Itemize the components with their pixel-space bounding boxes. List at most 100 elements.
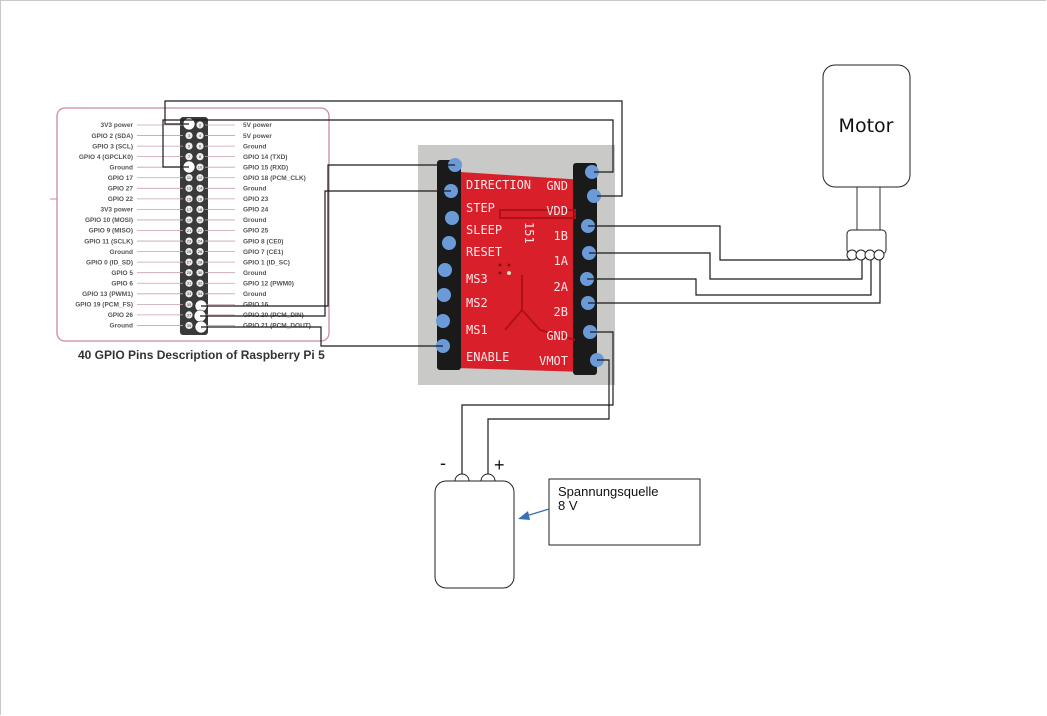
pin-label-right: 5V power	[243, 133, 272, 140]
pin-odd	[185, 184, 193, 192]
pin-number: 18	[198, 207, 203, 212]
driver-label-1b: 1B	[554, 229, 568, 243]
pcb-trace-y	[504, 275, 576, 341]
driver-label-2b: 2B	[554, 305, 568, 319]
pin-label-right: GPIO 18 (PCM_CLK)	[243, 175, 306, 182]
pin-even	[196, 226, 204, 235]
pin-label-right: GPIO 21 (PCM_DOUT)	[243, 323, 311, 330]
wire-gpio16-to-direction	[201, 164, 455, 307]
pin-number: 37	[187, 312, 192, 317]
pin-number: 8	[199, 154, 202, 159]
note-arrow-line	[525, 508, 550, 517]
power-supply-body	[434, 480, 515, 589]
driver-label-1a: 1A	[554, 254, 569, 268]
pin-odd	[185, 269, 193, 277]
pin-even	[196, 142, 204, 150]
pin-even	[196, 248, 204, 256]
pin-number: 28	[198, 260, 203, 265]
wire-1b-to-motor	[588, 225, 851, 261]
pin-even	[196, 269, 204, 277]
board-marking: 151	[522, 222, 536, 244]
pin-even	[196, 174, 204, 182]
pin-odd	[185, 290, 193, 298]
pin-label-right: GPIO 15 (RXD)	[243, 164, 288, 171]
wire-gnd-to-minus	[461, 331, 614, 476]
pin-odd	[185, 321, 193, 330]
pin-label-left: GPIO 22	[108, 196, 134, 203]
pin-label-right: GPIO 16	[243, 302, 269, 309]
pin-odd	[185, 216, 193, 224]
pin-number: 13	[187, 186, 192, 191]
driver-label-direction: DIRECTION	[466, 178, 531, 192]
pin-number: 30	[198, 270, 203, 275]
pin-odd	[185, 131, 193, 140]
driver-label-ms1: MS1	[466, 323, 488, 337]
pin-even	[196, 216, 204, 224]
pin-number: 16	[198, 196, 203, 201]
note-arrow-head	[518, 511, 530, 520]
driver-pcb	[455, 172, 585, 372]
pin-number: 21	[187, 228, 192, 233]
pin-number: 11	[187, 175, 192, 180]
pin-odd	[185, 279, 193, 287]
supply-note-box	[548, 478, 701, 546]
pin-label-left: GPIO 9 (MISO)	[89, 228, 133, 235]
pin-even	[196, 163, 204, 171]
pin-label-right: GPIO 25	[243, 228, 269, 235]
driver-label-gnd: GND	[546, 179, 568, 193]
pin-label-right: GPIO 12 (PWM0)	[243, 280, 294, 287]
pin-number: 32	[198, 281, 203, 286]
driver-label-vmot: VMOT	[539, 354, 568, 368]
pin-number: 34	[198, 291, 203, 296]
pin-label-right: GPIO 7 (CE1)	[243, 249, 283, 256]
pin-odd	[185, 258, 193, 266]
driver-label-vdd: VDD	[546, 204, 568, 218]
driver-label-enable: ENABLE	[466, 350, 509, 364]
pin-label-left: GPIO 5	[111, 270, 133, 277]
driver-pin-dot	[436, 314, 450, 328]
pin-label-right: GPIO 8 (CE0)	[243, 238, 283, 245]
pin-label-left: GPIO 26	[108, 312, 134, 319]
pin-number: 2	[199, 122, 202, 127]
pin-number: 29	[187, 270, 192, 275]
pin-number: 17	[187, 207, 192, 212]
wire-3v3-to-vdd	[164, 100, 623, 197]
stepper-driver-board: 151 DIRECTIONSTEPSLEEPRESETMS3MS2MS1ENAB…	[418, 145, 615, 385]
wire-2b-to-motor	[588, 260, 881, 304]
pin-label-right: GPIO 1 (ID_SC)	[243, 259, 290, 266]
pin-even	[196, 237, 204, 245]
pin-number: 4	[199, 133, 202, 138]
driver-label-ms3: MS3	[466, 272, 488, 286]
pin-label-left: GPIO 0 (ID_SD)	[86, 259, 133, 266]
pin-number: 39	[187, 323, 192, 328]
pin-label-left: GPIO 19 (PCM_FS)	[75, 302, 133, 309]
pin-even	[196, 131, 204, 140]
driver-pin-dot	[437, 288, 451, 302]
pin-label-left: 3V3 power	[100, 207, 133, 214]
pin-odd	[185, 205, 193, 213]
pin-label-left: GPIO 11 (SCLK)	[84, 238, 133, 245]
pin-number: 5	[188, 144, 191, 149]
pin-number: 25	[187, 249, 192, 254]
pinout-caption: 40 GPIO Pins Description of Raspberry Pi…	[78, 348, 325, 362]
pin-label-right: GPIO 24	[243, 207, 269, 214]
pin-odd	[185, 311, 193, 319]
pin-odd	[185, 174, 193, 182]
pin-number: 33	[187, 291, 192, 296]
pin-number: 20	[198, 217, 203, 222]
pin-label-left: GPIO 10 (MOSI)	[85, 217, 133, 224]
pin-number: 35	[187, 302, 192, 307]
wire-gpio21-to-enable	[201, 326, 443, 347]
pin-label-right: Ground	[243, 217, 266, 224]
driver-pin-dot	[587, 189, 601, 203]
pin-number: 27	[187, 260, 192, 265]
pin-label-right: Ground	[243, 291, 266, 298]
driver-label-sleep: SLEEP	[466, 223, 502, 237]
pin-odd	[185, 300, 193, 308]
wires	[162, 100, 881, 476]
pin-even	[196, 258, 204, 266]
pin-even	[196, 121, 204, 129]
